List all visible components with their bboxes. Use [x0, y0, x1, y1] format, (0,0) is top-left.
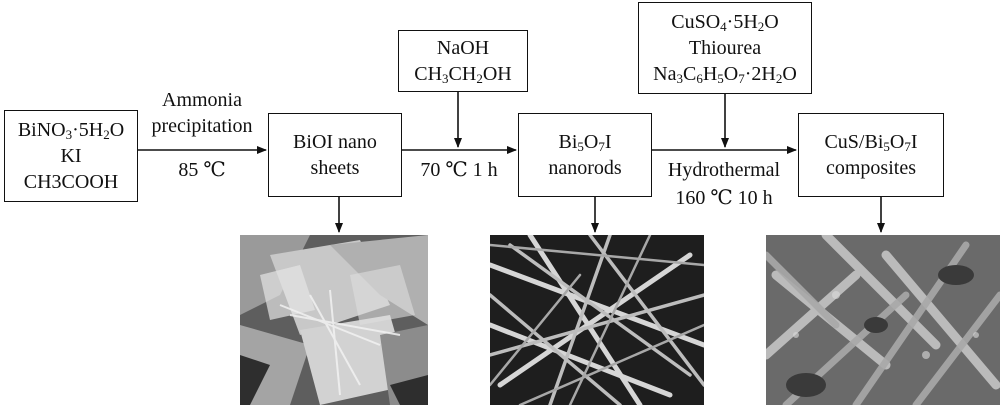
bi5o7i-line1: Bi5O7I [558, 131, 612, 154]
composite-line1: CuS/Bi5O7I [824, 131, 918, 154]
reactants-box: BiNO3·5H2O KI CH3COOH [4, 110, 138, 202]
reactants-line2: KI [60, 145, 82, 167]
bioi-box: BiOI nano sheets [268, 113, 402, 197]
sem-composite-texture [766, 235, 1000, 405]
composite-box: CuS/Bi5O7I composites [798, 113, 944, 197]
step2-label-bottom: 70 ℃ 1 h [420, 159, 498, 181]
sem-bi5o7i-texture [490, 235, 704, 405]
step1-label-bottom: 85 ℃ [178, 159, 226, 181]
step1-label-top1: Ammonia [162, 89, 242, 111]
bi5o7i-box: Bi5O7I nanorods [518, 113, 652, 197]
reactants-line1: BiNO3·5H2O [17, 119, 125, 142]
composite-line2: composites [826, 157, 916, 179]
sem-image-bi5o7i-nanorods [490, 235, 704, 405]
cuso4-box: CuSO4·5H2O Thiourea Na3C6H5O7·2H2O [638, 2, 812, 94]
reactants-line3: CH3COOH [23, 171, 119, 193]
sem-image-bioi-nanosheets [240, 235, 428, 405]
bioi-line1: BiOI nano [293, 131, 377, 153]
step3-label-bottom: 160 ℃ 10 h [675, 187, 773, 209]
cuso4-line1: CuSO4·5H2O [671, 11, 779, 34]
step3-label-top: Hydrothermal [667, 159, 781, 181]
naoh-box: NaOH CH3CH2OH [398, 30, 528, 92]
cuso4-line2: Thiourea [688, 37, 762, 59]
cuso4-line3: Na3C6H5O7·2H2O [653, 63, 797, 86]
naoh-line1: NaOH [436, 37, 490, 59]
sem-bioi-texture [240, 235, 428, 405]
bi5o7i-line2: nanorods [548, 157, 622, 179]
bioi-line2: sheets [310, 157, 360, 179]
sem-image-composites [766, 235, 1000, 405]
naoh-line2: CH3CH2OH [414, 63, 512, 86]
step1-label-top2: precipitation [151, 115, 253, 137]
